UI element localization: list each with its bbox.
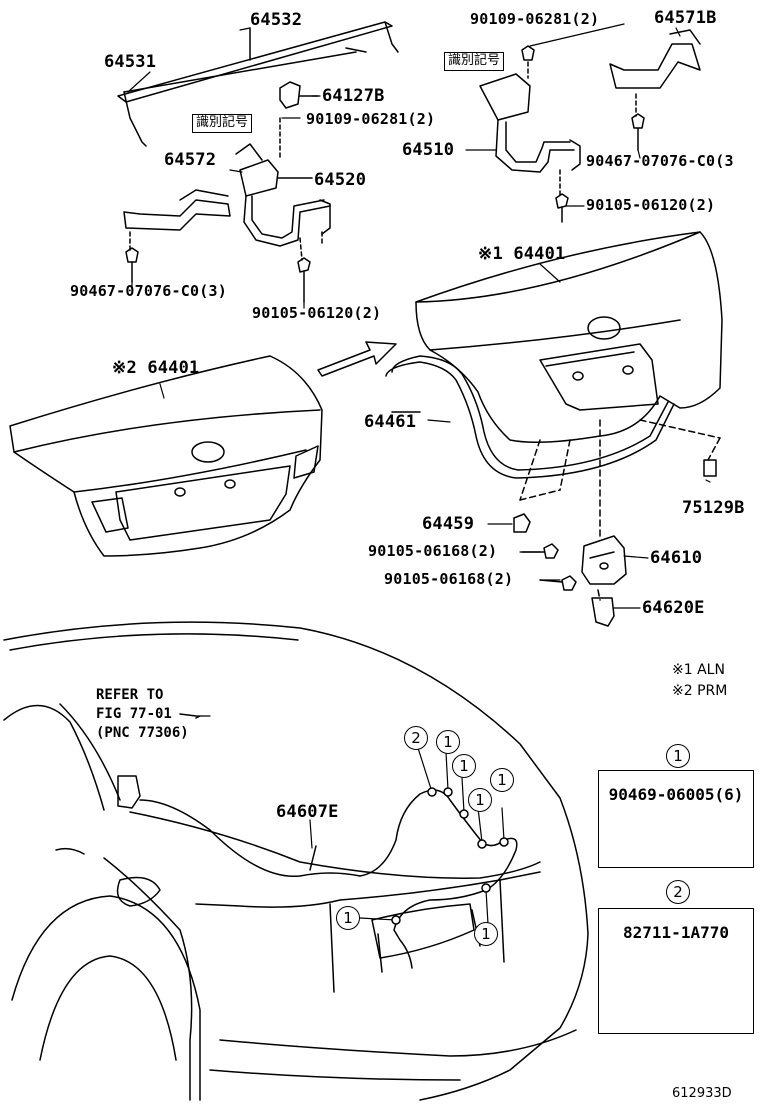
label-90467-right: 90467-07076-C0(3 bbox=[586, 152, 734, 170]
legend-number-1: 1 bbox=[666, 744, 690, 768]
id-mark-tag-left: 識別記号 bbox=[192, 114, 253, 133]
label-64531: 64531 bbox=[104, 52, 157, 72]
leader-lines bbox=[127, 23, 711, 925]
legend-part-2: 82711-1A770 bbox=[623, 923, 729, 942]
label-64607e: 64607E bbox=[276, 802, 339, 822]
label-90105-06168-b: 90105-06168(2) bbox=[384, 570, 514, 588]
label-64532: 64532 bbox=[250, 10, 303, 30]
striker-64620e bbox=[591, 597, 615, 627]
cushion-64572 bbox=[123, 189, 231, 283]
callout-1: 1 bbox=[468, 788, 492, 812]
label-64572: 64572 bbox=[164, 150, 217, 170]
legend-number-2: 2 bbox=[666, 880, 690, 904]
stopper-64459 bbox=[513, 513, 531, 533]
label-64510: 64510 bbox=[402, 140, 455, 160]
hinge-64510 bbox=[479, 45, 581, 223]
label-90105-06168-a: 90105-06168(2) bbox=[368, 542, 498, 560]
car-rear bbox=[3, 621, 589, 1101]
legend-box-1: 90469-06005(6) bbox=[598, 770, 754, 868]
legend-box-2: 82711-1A770 bbox=[598, 908, 754, 1034]
weatherstrip-64461 bbox=[385, 355, 675, 479]
bumper-75129b bbox=[703, 459, 717, 477]
label-64610: 64610 bbox=[650, 548, 703, 568]
callout-1: 1 bbox=[336, 906, 360, 930]
lock-64610 bbox=[521, 535, 627, 591]
variant-notes: ※1 ALN ※2 PRM bbox=[672, 662, 728, 699]
cable-64607e bbox=[117, 713, 518, 969]
figure-code: 612933D bbox=[672, 1086, 732, 1101]
callout-1: 1 bbox=[490, 768, 514, 792]
callout-1: 1 bbox=[452, 754, 476, 778]
refer-note: REFER TO FIG 77-01 (PNC 77306) bbox=[96, 687, 189, 741]
label-90109-right: 90109-06281(2) bbox=[470, 10, 600, 28]
label-90105-left: 90105-06120(2) bbox=[252, 304, 382, 322]
label-64401-aln: ※1 64401 bbox=[478, 244, 566, 264]
rod-64532 bbox=[117, 21, 399, 103]
cushion-64571b bbox=[609, 29, 701, 151]
label-64571b: 64571B bbox=[654, 8, 717, 28]
label-64620e: 64620E bbox=[642, 598, 705, 618]
trunk-lid-prm bbox=[9, 355, 323, 557]
clip-64127b bbox=[279, 81, 319, 109]
label-90109-left: 90109-06281(2) bbox=[306, 110, 436, 128]
hinge-64520 bbox=[235, 117, 331, 303]
cable-clips bbox=[391, 787, 509, 925]
label-64459: 64459 bbox=[422, 514, 475, 534]
label-75129b: 75129B bbox=[682, 498, 745, 518]
label-90467-left: 90467-07076-C0(3) bbox=[70, 282, 227, 300]
callout-1: 1 bbox=[474, 922, 498, 946]
legend-part-1: 90469-06005(6) bbox=[608, 785, 744, 804]
projection-lines bbox=[519, 419, 721, 601]
callout-2: 2 bbox=[404, 726, 428, 750]
label-64461: 64461 bbox=[364, 412, 417, 432]
rod-64531 bbox=[123, 47, 367, 147]
arrow bbox=[317, 341, 397, 377]
trunk-lid-aln bbox=[415, 231, 723, 443]
label-64520: 64520 bbox=[314, 170, 367, 190]
label-64401-prm: ※2 64401 bbox=[112, 358, 200, 378]
label-64127b: 64127B bbox=[322, 86, 385, 106]
label-90105-right: 90105-06120(2) bbox=[586, 196, 716, 214]
callout-1: 1 bbox=[436, 730, 460, 754]
id-mark-tag-right: 識別記号 bbox=[444, 52, 505, 71]
